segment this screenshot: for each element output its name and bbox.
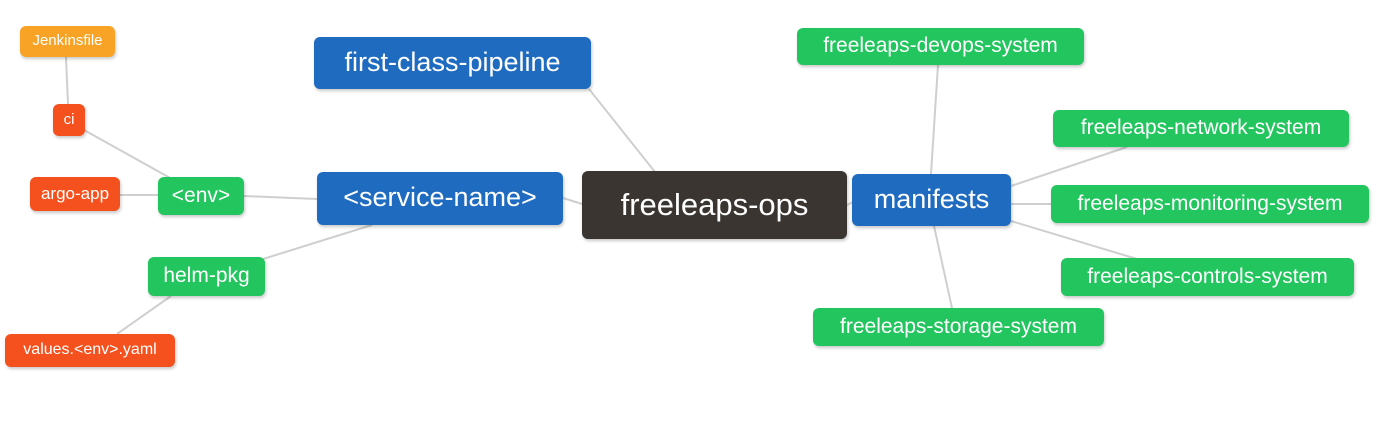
mindmap-node-jenkinsfile[interactable]: Jenkinsfile [20,26,115,57]
mindmap-node-helm-pkg[interactable]: helm-pkg [148,257,265,296]
node-label: manifests [873,183,990,214]
mindmap-node-freeleaps-devops-system[interactable]: freeleaps-devops-system [797,28,1084,65]
mindmap-node-freeleaps-controls-system[interactable]: freeleaps-controls-system [1061,258,1354,296]
node-label: values.<env>.yaml [23,340,157,358]
node-label: ci [63,110,75,128]
node-label: helm-pkg [163,264,250,287]
mindmap-edge-env-to-service-name [243,195,318,200]
mindmap-edge-freeleaps-devops-system-to-manifests [930,64,939,175]
node-label: argo-app [40,183,110,203]
node-label: first-class-pipeline [344,46,561,77]
mindmap-edge-service-name-to-freeleaps-ops [562,197,583,205]
node-label: <service-name> [343,182,537,212]
mindmap-node-freeleaps-ops[interactable]: freeleaps-ops [582,171,847,239]
mindmap-node-env[interactable]: <env> [158,177,244,215]
node-label: freeleaps-monitoring-system [1077,191,1343,215]
node-label: Jenkinsfile [32,32,103,49]
node-label: freeleaps-ops [620,186,809,222]
mindmap-node-freeleaps-network-system[interactable]: freeleaps-network-system [1053,110,1349,147]
node-label: <env> [171,183,231,207]
mindmap-edge-manifests-to-freeleaps-storage-system [933,225,953,309]
mindmap-edge-ci-to-env [83,129,173,180]
node-label: freeleaps-controls-system [1087,264,1328,288]
mindmap-node-freeleaps-monitoring-system[interactable]: freeleaps-monitoring-system [1051,185,1369,223]
mindmap-edge-manifests-to-freeleaps-network-system [1010,146,1128,187]
mindmap-node-manifests[interactable]: manifests [852,174,1011,226]
node-label: freeleaps-devops-system [823,34,1058,57]
mindmap-edge-manifests-to-freeleaps-controls-system [1010,220,1138,260]
mindmap-node-argo-app[interactable]: argo-app [30,177,120,211]
mindmap-edge-first-class-pipeline-to-freeleaps-ops [588,88,656,173]
mindmap-node-freeleaps-storage-system[interactable]: freeleaps-storage-system [813,308,1104,346]
mindmap-node-service-name[interactable]: <service-name> [317,172,563,225]
node-label: freeleaps-network-system [1080,116,1322,139]
mindmap-node-values-env-yaml[interactable]: values.<env>.yaml [5,334,175,367]
node-label: freeleaps-storage-system [840,314,1077,338]
mindmap-node-first-class-pipeline[interactable]: first-class-pipeline [314,37,591,89]
mindmap-edge-helm-pkg-to-service-name [262,224,373,260]
mindmap-edge-jenkinsfile-to-ci [65,56,69,105]
mindmap-edge-values-env-yaml-to-helm-pkg [116,295,172,335]
mindmap-node-ci[interactable]: ci [53,104,85,136]
